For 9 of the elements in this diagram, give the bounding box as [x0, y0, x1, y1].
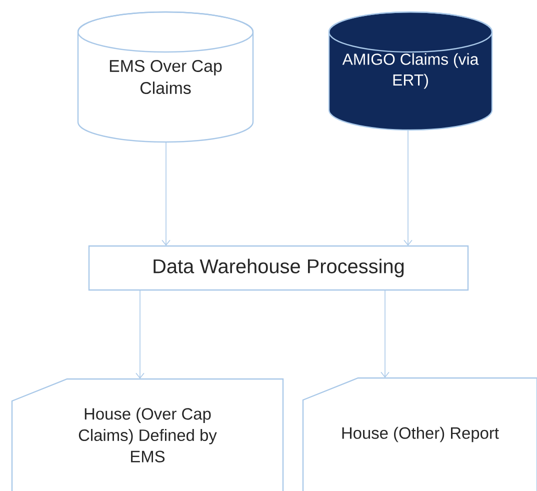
arrow [136, 290, 144, 379]
process-box: Data Warehouse Processing [88, 245, 469, 291]
arrow [162, 142, 170, 246]
report-card: House (Other) Report [302, 377, 537, 491]
database-cylinder: AMIGO Claims (via ERT) [328, 11, 493, 131]
arrow [404, 130, 412, 246]
database-cylinder: EMS Over Cap Claims [77, 11, 254, 143]
arrow [380, 290, 390, 378]
report-card: House (Over Cap Claims) Defined by EMS [11, 378, 284, 491]
